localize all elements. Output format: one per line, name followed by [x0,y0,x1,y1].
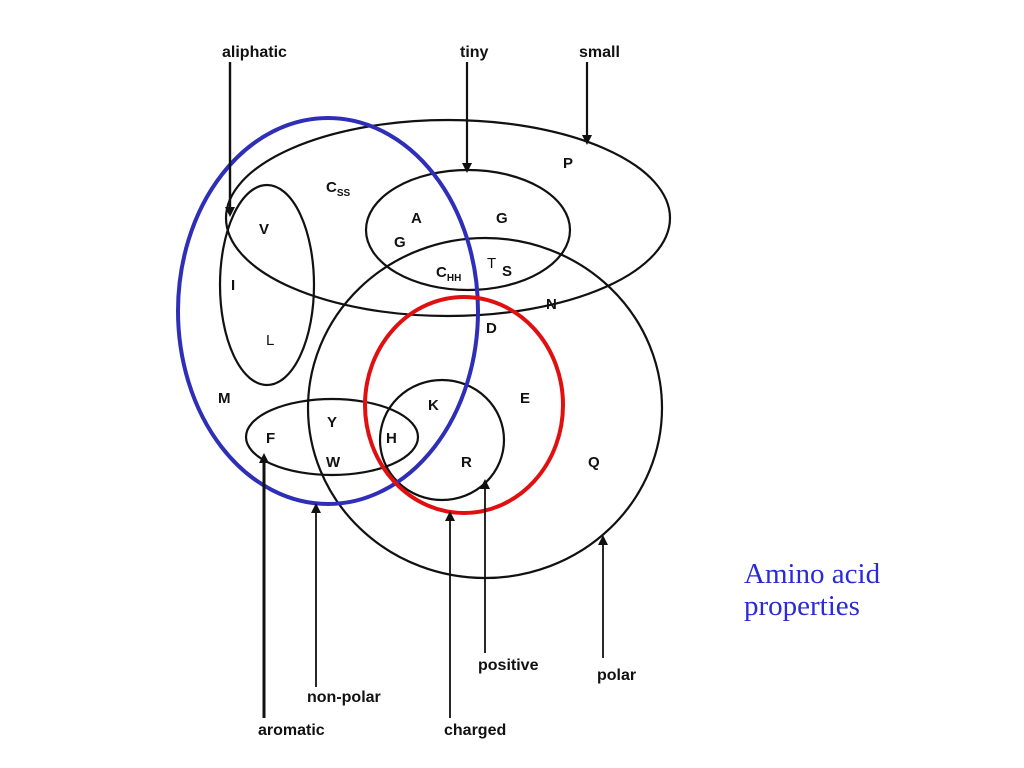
amino-acid-N: N [546,296,557,313]
amino-acid-E: E [520,390,530,407]
aromatic-label: aromatic [258,722,325,739]
amino-acid-I: I [231,277,235,294]
tiny-set-outline [364,168,572,292]
caption-line-2: properties [744,590,860,622]
amino-acid-K: K [428,397,439,414]
amino-acid-F: F [266,430,275,447]
amino-acid-Y: Y [327,414,337,431]
charged-label: charged [444,722,506,739]
amino-acid-L: L [266,332,274,349]
caption-line-1: Amino acid [744,558,881,590]
caption: Amino acid properties [744,558,1004,622]
aliphatic-label: aliphatic [222,44,287,61]
amino-acid-R: R [461,454,472,471]
amino-acid-A: A [411,210,422,227]
amino-acid-W: W [326,454,341,471]
non-polar-label: non-polar [307,689,381,706]
amino-acid-G-tiny: G [496,210,508,227]
hydrophobic-ring [176,116,480,506]
aromatic-set-outline [244,397,420,477]
amino-acid-Q: Q [588,454,600,471]
positive-set-outline [378,378,506,502]
amino-acid-V: V [259,221,269,238]
amino-acid-M: M [218,390,231,407]
tiny-label: tiny [460,44,489,61]
amino-acid-D: D [486,320,497,337]
amino-acid-S: S [502,263,512,280]
small-set-outline [224,118,672,318]
amino-acid-T: T [487,255,496,272]
positive-label: positive [478,657,539,674]
charged-ring [363,295,565,515]
amino-acid-P: P [563,155,573,172]
amino-acid-H: H [386,430,397,447]
amino-acid-C-hh: CHH [436,264,461,284]
polar-label: polar [597,667,636,684]
amino-acid-G-left: G [394,234,406,251]
aliphatic-set-outline [218,183,316,387]
small-label: small [579,44,620,61]
amino-acid-C-ss: CSS [326,179,351,199]
